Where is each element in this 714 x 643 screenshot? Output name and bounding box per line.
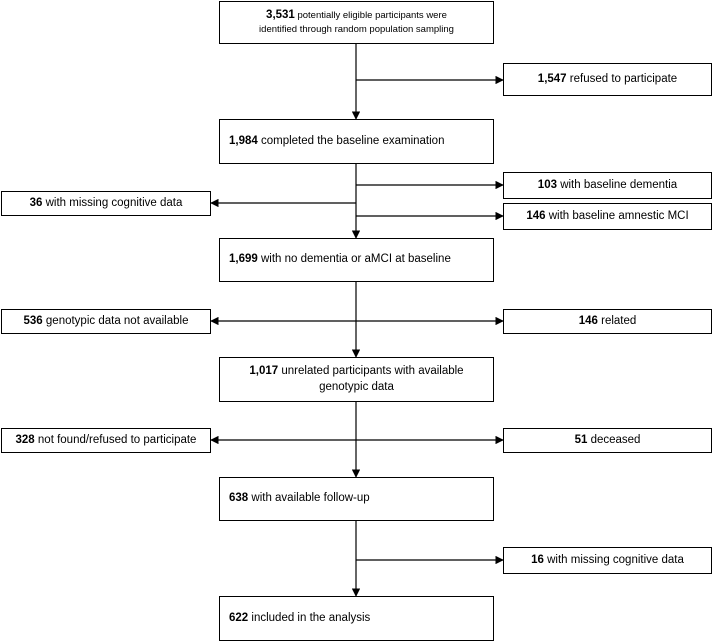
box-missing-cognitive-followup: 16 with missing cognitive data xyxy=(503,547,712,574)
related-count: 146 xyxy=(578,314,598,327)
missing-followup-text: with missing cognitive data xyxy=(547,553,684,566)
unrelated-count: 1,017 xyxy=(249,364,279,377)
box-not-found-refused: 328 not found/refused to participate xyxy=(1,428,211,453)
box-no-dementia: 1,699 with no dementia or aMCI at baseli… xyxy=(219,238,494,282)
baseline-text: completed the baseline examination xyxy=(260,134,445,147)
box-refused: 1,547 refused to participate xyxy=(503,63,712,96)
missing-cognitive-text: with missing cognitive data xyxy=(45,196,183,209)
amnestic-mci-text: with baseline amnestic MCI xyxy=(548,209,689,222)
box-included-analysis: 622 included in the analysis xyxy=(219,596,494,641)
box-amnestic-mci: 146 with baseline amnestic MCI xyxy=(503,203,712,230)
genotypic-na-count: 536 xyxy=(23,314,43,327)
box-unrelated-genotypic: 1,017 unrelated participants with availa… xyxy=(219,357,494,402)
no-dementia-count: 1,699 xyxy=(229,253,258,266)
included-text: included in the analysis xyxy=(251,611,371,624)
not-found-text: not found/refused to participate xyxy=(37,433,197,446)
included-count: 622 xyxy=(229,611,249,624)
box-related: 146 related xyxy=(503,309,712,334)
box-baseline-dementia: 103 with baseline dementia xyxy=(503,172,712,199)
box-available-followup: 638 with available follow-up xyxy=(219,477,494,521)
followup-text: with available follow-up xyxy=(251,492,370,505)
missing-followup-count: 16 xyxy=(531,553,544,566)
followup-count: 638 xyxy=(229,492,249,505)
box-baseline-examination: 1,984 completed the baseline examination xyxy=(219,119,494,164)
refused-text: refused to participate xyxy=(569,72,678,85)
baseline-count: 1,984 xyxy=(229,134,258,147)
box-eligible-participants: 3,531 potentially eligible participants … xyxy=(219,1,494,44)
box-missing-cognitive-baseline: 36 with missing cognitive data xyxy=(1,191,211,216)
dementia-text: with baseline dementia xyxy=(560,178,678,191)
refused-count: 1,547 xyxy=(537,72,567,85)
unrelated-text-line2: genotypic data xyxy=(319,380,394,393)
eligible-text: potentially eligible participants were xyxy=(297,10,447,22)
dementia-count: 103 xyxy=(537,178,557,191)
unrelated-text: unrelated participants with available xyxy=(281,364,464,377)
deceased-text: deceased xyxy=(590,433,641,446)
genotypic-na-text: genotypic data not available xyxy=(45,314,189,327)
deceased-count: 51 xyxy=(574,433,588,446)
missing-cognitive-count: 36 xyxy=(29,196,43,209)
eligible-count: 3,531 xyxy=(266,9,295,22)
amnestic-mci-count: 146 xyxy=(526,209,546,222)
box-deceased: 51 deceased xyxy=(503,428,712,453)
not-found-count: 328 xyxy=(15,433,35,446)
eligible-text-line2: identified through random population sam… xyxy=(259,23,454,35)
related-text: related xyxy=(601,314,637,327)
no-dementia-text: with no dementia or aMCI at baseline xyxy=(260,253,451,266)
box-genotypic-not-available: 536 genotypic data not available xyxy=(1,309,211,334)
